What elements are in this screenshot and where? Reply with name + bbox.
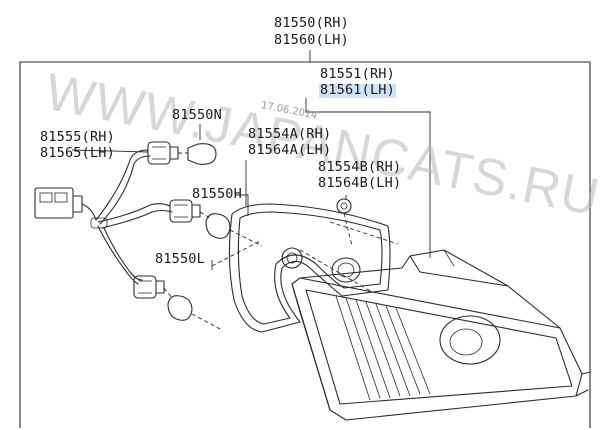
socket-leader — [71, 149, 149, 153]
lens-leader — [305, 98, 431, 258]
connector-icon — [34, 187, 97, 221]
bulb-h-leader — [236, 194, 249, 216]
socket-icon — [133, 275, 165, 299]
bulb-l-icon — [163, 239, 263, 331]
lens-icon — [291, 249, 591, 421]
socket-lh-label: 81565(LH) — [40, 145, 115, 161]
socket-icon — [169, 199, 201, 223]
socket-rh-label: 81555(RH) — [40, 129, 115, 145]
gasket-b-icon — [336, 198, 353, 247]
diagram-frame — [19, 61, 591, 428]
gasket-b-rh-label: 81554B(RH) — [318, 159, 402, 175]
gasket-a-lh-label: 81564A(LH) — [248, 142, 332, 158]
bulb-h-icon — [199, 211, 263, 247]
gasket-b-lh-label: 81564B(LH) — [318, 175, 402, 191]
bulb-h-label: 81550H — [192, 186, 242, 202]
assembly-rh-label: 81550(RH) — [274, 15, 349, 31]
wiring-harness-icon — [90, 149, 173, 285]
bulb-n-icon — [178, 143, 217, 165]
bulb-l-label: 81550L — [155, 251, 205, 267]
gasket-a-icon — [228, 203, 399, 333]
gasket-a-rh-label: 81554A(RH) — [248, 126, 332, 142]
bulb-n-label: 81550N — [172, 107, 222, 123]
assembly-lh-label: 81560(LH) — [274, 32, 349, 48]
lens-rh-label: 81551(RH) — [320, 66, 395, 82]
lens-lh-label: 81561(LH) — [319, 82, 396, 98]
